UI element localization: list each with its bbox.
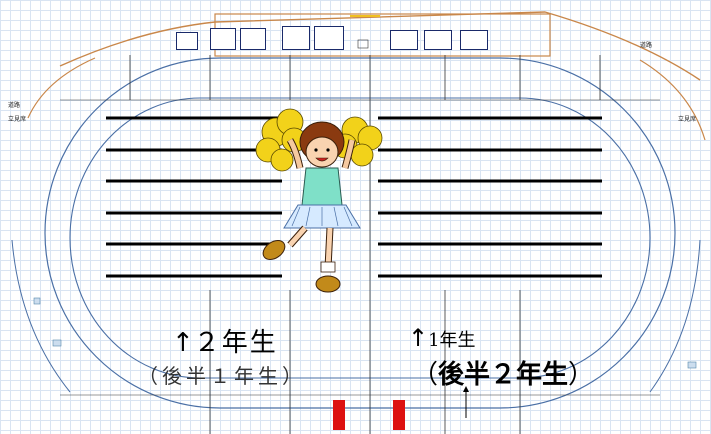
booth-5 bbox=[314, 26, 344, 50]
right-grade-sub-text: 後半２年生 bbox=[438, 360, 569, 390]
right-grade-main: 1年生 bbox=[428, 330, 476, 351]
booth-2 bbox=[210, 28, 236, 50]
class-rows-right bbox=[378, 116, 602, 278]
road-label-left: 道路 bbox=[8, 102, 21, 109]
booth-6 bbox=[390, 30, 418, 50]
right-grade-sub: （後半２年生） bbox=[412, 354, 594, 391]
booth-8 bbox=[460, 30, 488, 50]
left-grade-sub: （後半１年生） bbox=[138, 364, 306, 388]
booth-7 bbox=[424, 30, 452, 50]
road-label-top: 道路 bbox=[640, 42, 653, 49]
outer-boundary bbox=[59, 11, 701, 81]
track-inner bbox=[69, 97, 651, 379]
paren-open: （ bbox=[412, 360, 439, 390]
outer-boundary-right bbox=[639, 59, 706, 141]
stand-label-left: 立見席 bbox=[8, 116, 27, 123]
booth-3 bbox=[240, 28, 266, 50]
outer-boundary-left bbox=[27, 57, 96, 119]
class-rows-left bbox=[106, 116, 282, 278]
arrow-up-icon: ↑ bbox=[408, 324, 429, 352]
paren-close: ） bbox=[568, 360, 595, 390]
booth-1 bbox=[176, 32, 198, 50]
gate-marker-left bbox=[333, 400, 345, 430]
outer-boundary-bottom-right bbox=[649, 239, 701, 393]
arrow-up-icon: ↑ bbox=[172, 328, 194, 358]
cheerleader-illustration bbox=[255, 108, 383, 293]
booth-4 bbox=[282, 26, 310, 50]
left-grade-label: ↑２年生 bbox=[172, 322, 278, 359]
gate-marker-right bbox=[393, 400, 405, 430]
stand-label-right: 立見席 bbox=[678, 116, 697, 123]
right-grade-label: ↑1年生 bbox=[408, 324, 476, 352]
outer-boundary-bottom-left bbox=[11, 239, 71, 393]
track-outer bbox=[44, 57, 676, 409]
left-grade-main: ２年生 bbox=[193, 328, 278, 358]
